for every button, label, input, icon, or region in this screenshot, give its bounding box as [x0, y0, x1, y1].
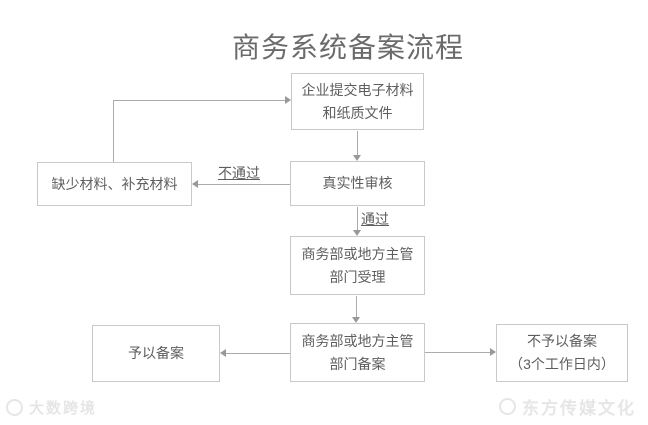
- node-filing-granted: 予以备案: [92, 325, 220, 382]
- node-review-line1: 真实性审核: [322, 175, 393, 191]
- node-denied-line1: 不予以备案: [527, 333, 597, 349]
- dashu-kuajing-logo-icon: [6, 399, 23, 416]
- connector-filing-granted: [226, 353, 290, 354]
- arrowhead-right-icon: [490, 348, 496, 356]
- node-missing-materials: 缺少材料、补充材料: [37, 162, 192, 206]
- node-accept-line1: 商务部或地方主管: [301, 245, 414, 262]
- edge-label-pass: 通过: [361, 211, 389, 227]
- arrowhead-left-icon: [220, 349, 226, 357]
- node-denied-line2: （3个工作日内）: [509, 356, 615, 372]
- node-authenticity-review: 真实性审核: [290, 161, 425, 206]
- connector-accept-filing: [356, 296, 357, 317]
- edge-label-fail: 不通过: [218, 165, 260, 181]
- node-submit-materials: 企业提交电子材料 和纸质文件: [291, 73, 424, 130]
- node-filing-denied: 不予以备案 （3个工作日内）: [496, 324, 628, 382]
- arrowhead-down-icon: [352, 317, 360, 323]
- dongfang-media-logo-icon: [499, 398, 516, 415]
- connector-missing-submit: [113, 100, 285, 101]
- node-department-filing: 商务部或地方主管 部门备案: [290, 323, 425, 382]
- node-filing-line1: 商务部或地方主管: [301, 332, 414, 349]
- connector-filing-denied: [425, 352, 490, 353]
- node-granted-line1: 予以备案: [128, 345, 184, 361]
- arrowhead-down-icon: [353, 230, 361, 236]
- arrowhead-right-icon: [285, 96, 291, 104]
- watermark-bottom-left-text: 大数跨境: [29, 400, 98, 417]
- connector-review-accept: [357, 207, 358, 230]
- node-submit-line2: 和纸质文件: [322, 104, 393, 121]
- watermark-bottom-right: 东方传媒文化: [499, 394, 636, 419]
- connector-review-missing: [198, 184, 290, 185]
- node-filing-line2: 部门备案: [329, 355, 386, 372]
- arrowhead-down-icon: [353, 155, 361, 161]
- arrowhead-left-icon: [192, 180, 198, 188]
- page-title: 商务系统备案流程: [231, 32, 464, 63]
- node-accept-line2: 部门受理: [329, 268, 386, 285]
- node-submit-line1: 企业提交电子材料: [301, 81, 414, 98]
- watermark-bottom-right-text: 东方传媒文化: [522, 399, 636, 418]
- connector-submit-review: [357, 131, 358, 155]
- node-missing-line1: 缺少材料、补充材料: [51, 175, 178, 192]
- connector-missing-up: [113, 100, 114, 162]
- node-department-acceptance: 商务部或地方主管 部门受理: [290, 236, 425, 295]
- watermark-bottom-left: 大数跨境: [6, 397, 97, 418]
